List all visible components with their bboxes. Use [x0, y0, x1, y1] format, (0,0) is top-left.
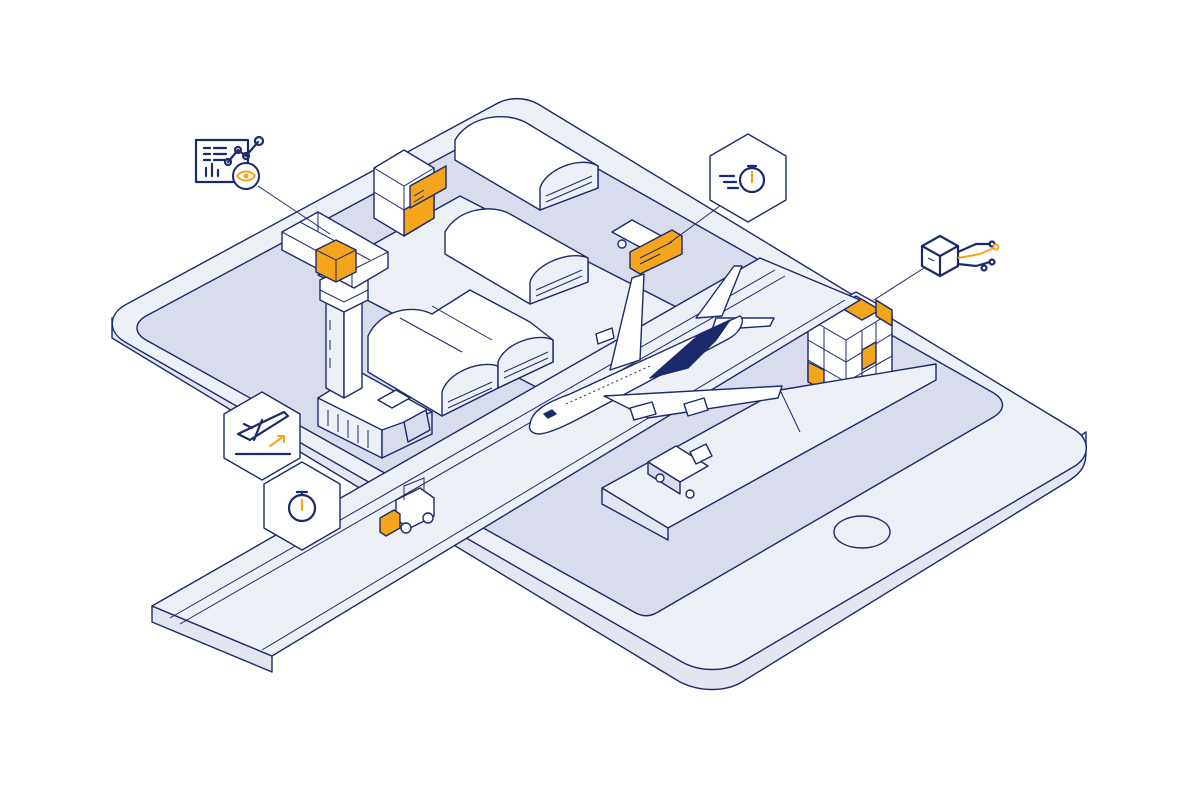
hangar-top: [454, 116, 599, 211]
analytics-dashboard-icon: [194, 135, 265, 190]
hangar-triple: [367, 289, 554, 417]
stopwatch-icon: [263, 461, 341, 551]
stopwatch-speed-icon: [709, 133, 787, 223]
catering-truck: [647, 443, 713, 499]
cargo-stack-left: [281, 211, 389, 289]
home-button: [833, 515, 891, 549]
airplane: [528, 265, 783, 435]
callout-lines: [257, 185, 925, 301]
flight-departure-icon: [223, 391, 301, 481]
package-network-icon: [920, 234, 1000, 278]
cargo-loader-vehicle: [611, 219, 683, 275]
hangar-middle: [444, 208, 589, 305]
forklift: [379, 477, 435, 537]
cargo-stack-top: [373, 149, 447, 237]
